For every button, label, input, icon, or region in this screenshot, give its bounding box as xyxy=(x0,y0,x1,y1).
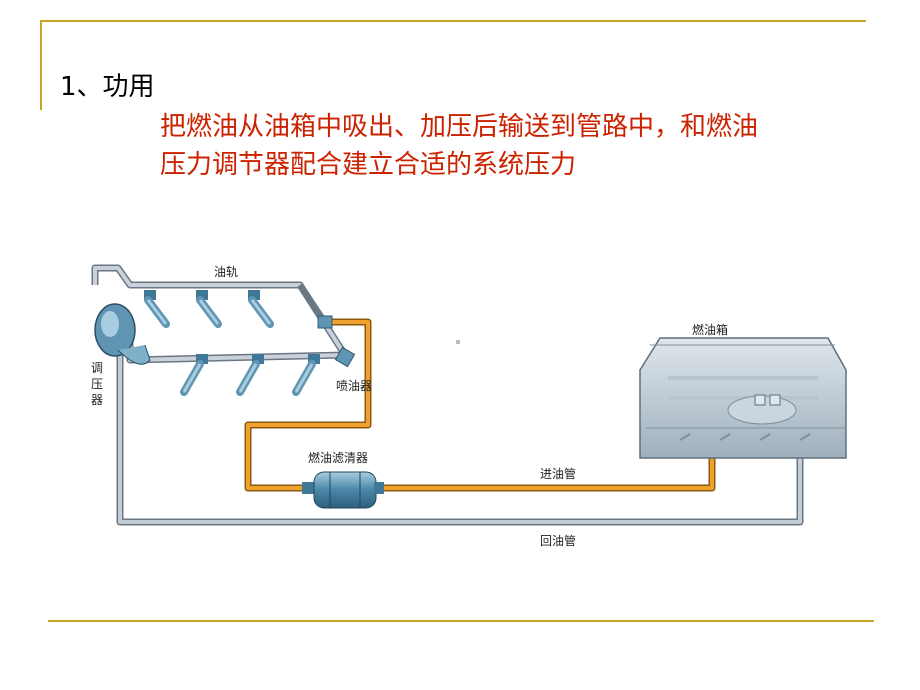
rail-fitting xyxy=(317,315,333,329)
label-fuel-rail: 油轨 xyxy=(214,265,238,279)
label-supply-pipe: 进油管 xyxy=(540,466,576,481)
injector-upper-1 xyxy=(144,290,170,328)
label-return-pipe: 回油管 xyxy=(540,533,576,548)
function-description: 把燃油从油箱中吸出、加压后输送到管路中，和燃油 压力调节器配合建立合适的系统压力 xyxy=(160,108,880,184)
label-fuel-tank: 燃油箱 xyxy=(692,322,728,337)
frame-left-line xyxy=(40,20,42,110)
marker-dot xyxy=(456,340,460,344)
fuel-rail xyxy=(91,264,349,364)
section-heading: 1、功用 xyxy=(60,72,155,102)
description-line-1: 把燃油从油箱中吸出、加压后输送到管路中，和燃油 xyxy=(160,112,759,142)
label-regulator-1: 调 xyxy=(91,361,103,375)
injector-lower-3 xyxy=(292,354,320,396)
description-line-2: 压力调节器配合建立合适的系统压力 xyxy=(160,150,577,180)
pressure-regulator xyxy=(94,303,151,365)
rail-fitting xyxy=(334,346,356,368)
frame-top-line xyxy=(40,20,866,22)
fuel-tank xyxy=(639,337,847,459)
injector-upper-3 xyxy=(248,290,274,328)
label-fuel-filter: 燃油滤清器 xyxy=(308,450,368,465)
label-injector: 喷油器 xyxy=(336,379,372,393)
injector-lower-1 xyxy=(180,354,208,396)
return-pipe xyxy=(116,330,804,526)
fuel-filter xyxy=(302,471,384,509)
label-regulator-2: 压 xyxy=(91,377,103,391)
injector-lower-2 xyxy=(236,354,264,396)
injector-upper-2 xyxy=(196,290,222,328)
label-regulator-3: 器 xyxy=(91,393,103,407)
frame-bottom-line xyxy=(48,620,874,622)
